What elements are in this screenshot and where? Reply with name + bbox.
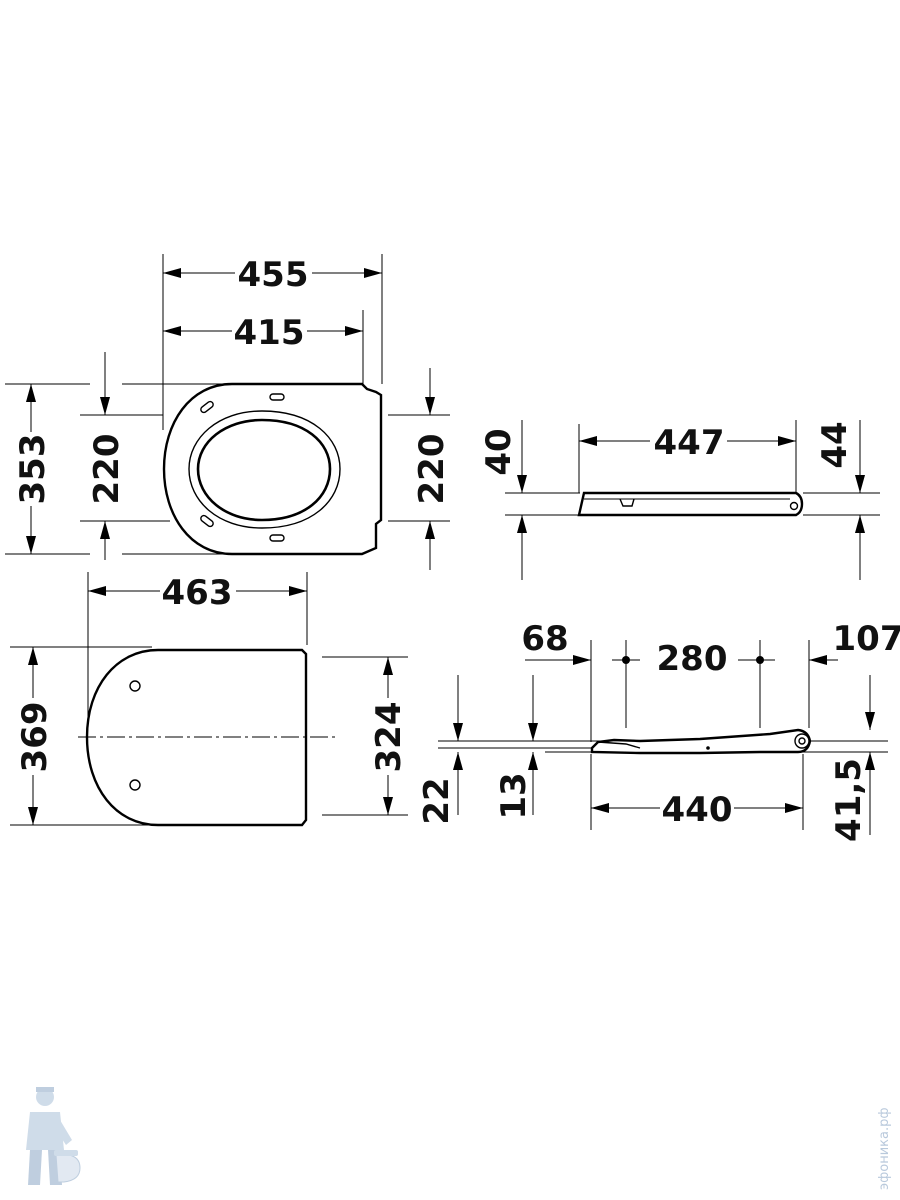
- dim-22-label: 22: [417, 777, 457, 824]
- dim-324-label: 324: [369, 702, 409, 773]
- dim-463-label: 463: [162, 573, 233, 613]
- dim-220-left-label: 220: [87, 434, 127, 505]
- dimension-22: 22: [417, 675, 463, 825]
- dim-440-label: 440: [662, 790, 733, 830]
- plumber-mascot-icon: [26, 1087, 81, 1185]
- hinge-profile-view: [438, 728, 888, 755]
- lid-view: [78, 648, 338, 827]
- dim-44-label: 44: [815, 421, 855, 468]
- dimension-41-5: 41,5: [829, 675, 875, 842]
- dimension-107: 107: [809, 619, 900, 665]
- dimension-353: 353: [13, 384, 53, 554]
- dim-280-label: 280: [657, 639, 728, 679]
- dim-447-label: 447: [654, 423, 725, 463]
- dimension-447: 447: [579, 423, 796, 463]
- watermark-text: эфоника.рф: [877, 1108, 892, 1190]
- dimension-68: 68: [521, 619, 591, 665]
- dim-68-label: 68: [521, 619, 568, 659]
- dim-415-label: 415: [234, 313, 305, 353]
- dim-107-label: 107: [833, 619, 900, 659]
- dimension-455: 455: [163, 255, 382, 295]
- dimension-220-right: 220: [412, 368, 452, 570]
- dim-13-label: 13: [494, 772, 534, 819]
- dimension-415: 415: [163, 313, 363, 353]
- dim-455-label: 455: [238, 255, 309, 295]
- dim-220-right-label: 220: [412, 434, 452, 505]
- dimension-463: 463: [88, 573, 307, 613]
- dimension-324: 324: [369, 657, 409, 815]
- dimension-44: 44: [815, 420, 865, 580]
- dim-41-5-label: 41,5: [829, 758, 869, 842]
- dim-40-label: 40: [479, 428, 519, 475]
- dimension-369: 369: [15, 647, 55, 825]
- dim-353-label: 353: [13, 434, 53, 505]
- dimension-280: 280: [612, 639, 775, 679]
- dimension-220-left: 220: [87, 352, 127, 560]
- side-view-seat: [577, 491, 804, 517]
- dimension-13: 13: [494, 675, 538, 820]
- dim-369-label: 369: [15, 702, 55, 773]
- top-view-seat: [162, 382, 383, 556]
- dimension-40: 40: [479, 420, 527, 580]
- dimension-440: 440: [591, 790, 803, 830]
